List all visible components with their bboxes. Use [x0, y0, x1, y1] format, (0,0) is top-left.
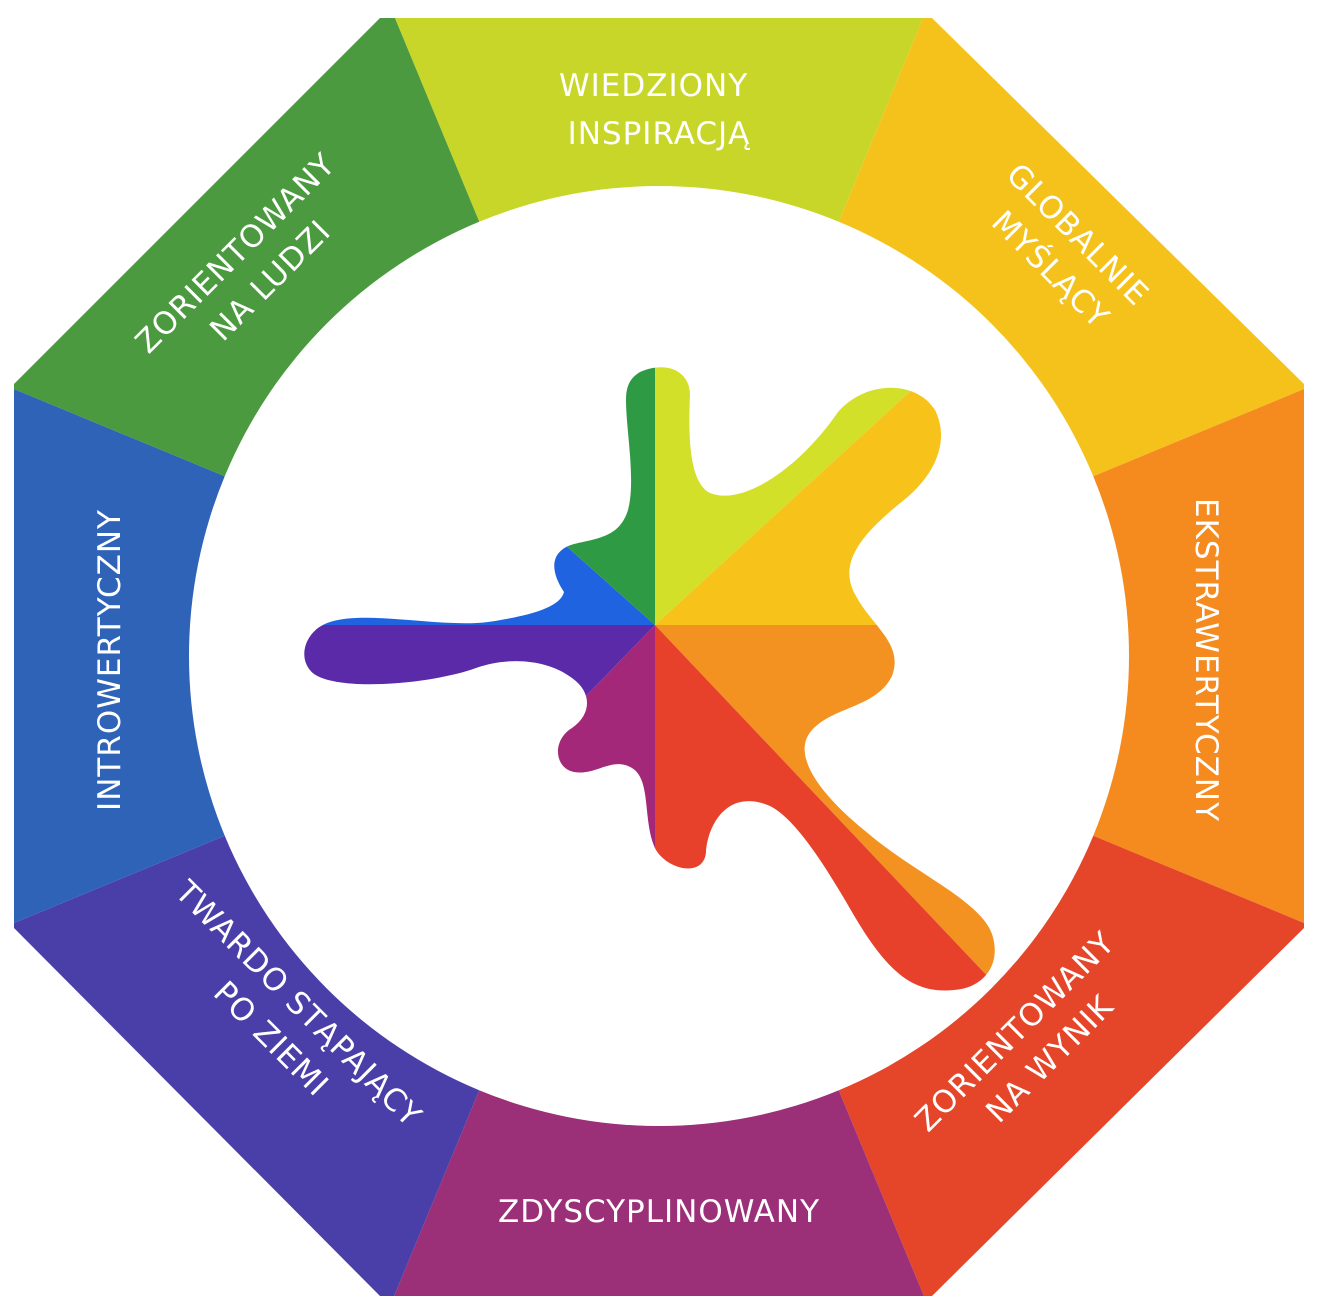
label-top-line: WIEDZIONY: [559, 68, 748, 104]
label-top: WIEDZIONY INSPIRACJĄ: [559, 68, 759, 152]
label-right-line: EKSTRAWERTYCZNY: [1188, 498, 1224, 822]
label-bottom-line: ZDYSCYPLINOWANY: [498, 1194, 820, 1230]
label-left-line: INTROWERTYCZNY: [92, 509, 128, 811]
label-bottom: ZDYSCYPLINOWANY: [498, 1194, 820, 1230]
label-top-line: INSPIRACJĄ: [568, 116, 751, 152]
label-right: EKSTRAWERTYCZNY: [1188, 498, 1224, 822]
label-left: INTROWERTYCZNY: [92, 509, 128, 811]
